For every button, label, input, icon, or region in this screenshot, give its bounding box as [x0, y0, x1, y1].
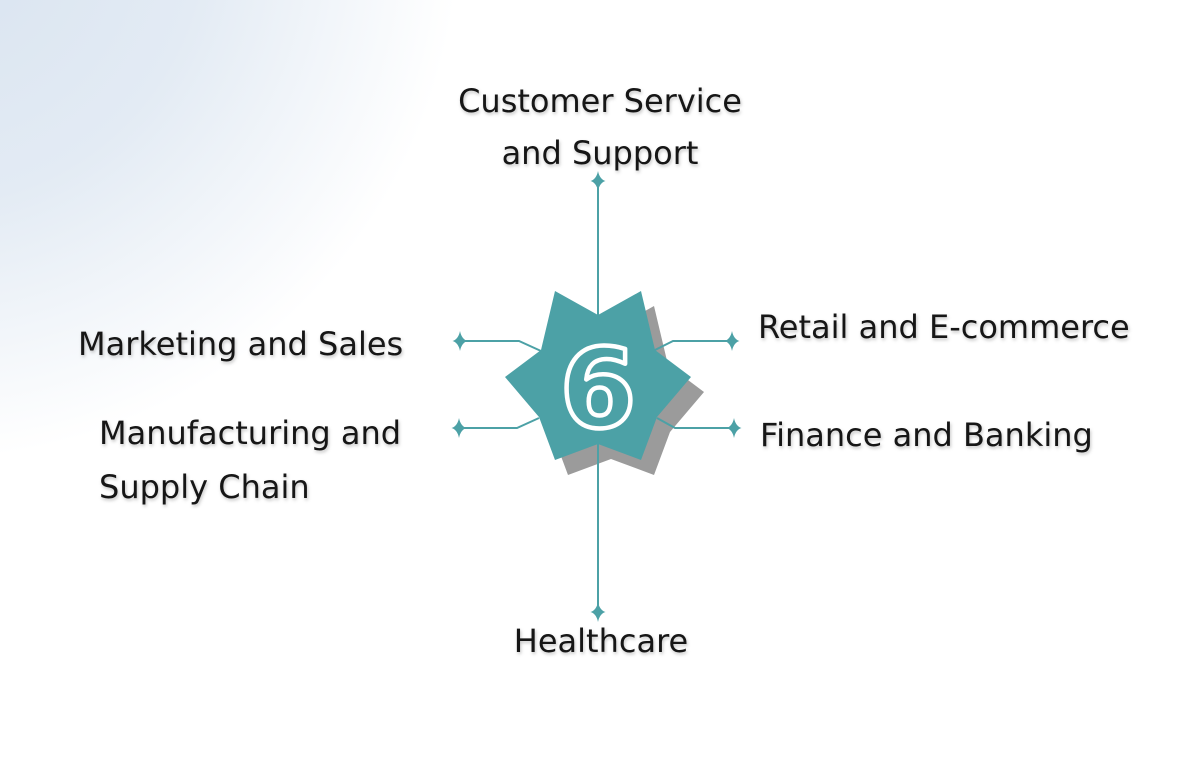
- label-manufacturing-and-supply-chain: Manufacturing and Supply Chain: [99, 414, 402, 506]
- label-healthcare: Healthcare: [513, 622, 689, 660]
- connector-left-lower: [459, 417, 540, 429]
- sparkle-icon: [451, 418, 467, 438]
- connector-right-upper: [652, 340, 732, 352]
- label-customer-service-and-support: Customer Service and Support: [458, 82, 742, 172]
- sparkle-icon: [590, 602, 606, 622]
- sparkle-icon: [452, 331, 468, 351]
- sparkle-icon: [590, 171, 606, 191]
- connector-right-lower: [656, 417, 734, 429]
- label-marketing-and-sales: Marketing and Sales: [78, 325, 404, 363]
- connector-left-upper: [460, 340, 542, 352]
- star-number: 6: [560, 325, 637, 453]
- sparkle-icon: [724, 331, 740, 351]
- label-retail-and-ecommerce: Retail and E-commerce: [758, 308, 1130, 346]
- sparkle-icon: [726, 418, 742, 438]
- six-point-star-shape: [505, 291, 691, 460]
- label-finance-and-banking: Finance and Banking: [760, 416, 1093, 454]
